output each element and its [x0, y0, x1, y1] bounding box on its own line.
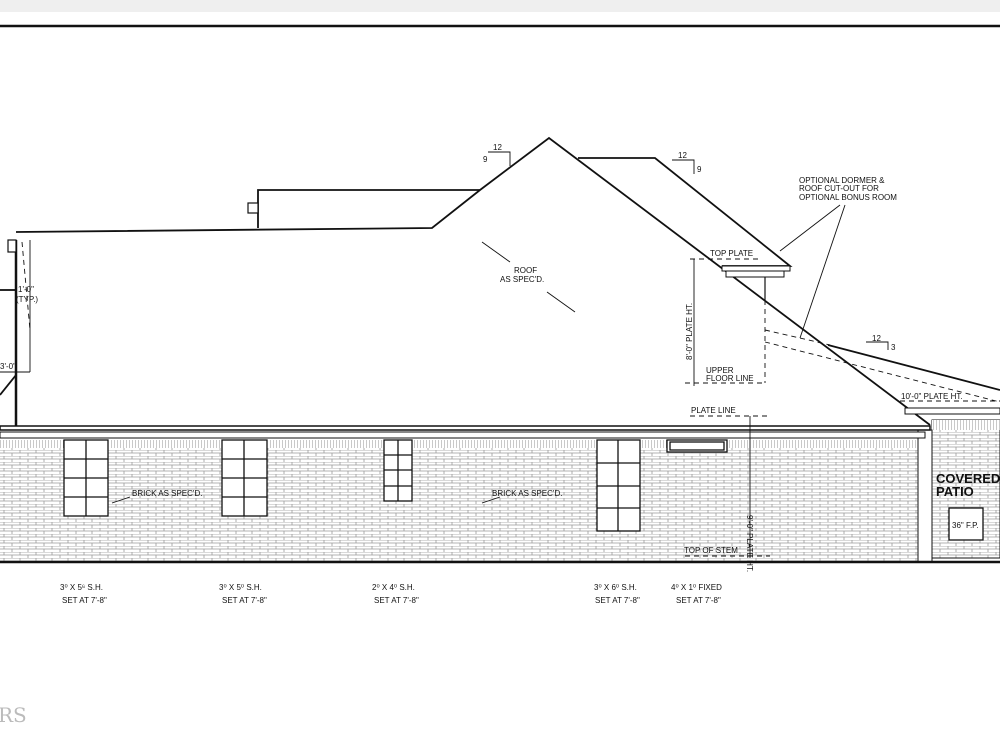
pitch-run-left: 12 — [493, 143, 502, 152]
leader-arrows — [111, 204, 846, 504]
dormer-note-1: OPTIONAL DORMER & — [799, 176, 885, 185]
window-schedule: 3⁰ X 5⁶ S.H. SET AT 7'-8" 3⁰ X 5⁰ S.H. S… — [60, 583, 722, 605]
window-2 — [221, 439, 268, 517]
top-band — [0, 0, 1000, 12]
brick-note-1: BRICK AS SPEC'D. — [132, 489, 202, 498]
window-3 — [383, 439, 413, 502]
window-1 — [63, 439, 109, 517]
window-5-fixed — [666, 439, 728, 453]
upper-floor-2: FLOOR LINE — [706, 374, 754, 383]
patio-label-2: PATIO — [936, 484, 974, 499]
upper-floor-1: UPPER — [706, 366, 734, 375]
main-plate-height: 9'-0" PLATE HT. — [745, 515, 754, 572]
soldier-course — [0, 440, 918, 448]
pitch-rise-patio: 3 — [891, 343, 896, 352]
brick-note-2: BRICK AS SPEC'D. — [492, 489, 562, 498]
window-4 — [596, 439, 641, 532]
left-dim: 3'-0" — [0, 362, 16, 371]
window-4-set: SET AT 7'-8" — [595, 596, 640, 605]
window-3-set: SET AT 7'-8" — [374, 596, 419, 605]
top-of-stem-label: TOP OF STEM — [684, 546, 738, 555]
patio-soldier — [932, 420, 1000, 430]
dashed-lines — [21, 241, 1000, 557]
window-1-set: SET AT 7'-8" — [62, 596, 107, 605]
eave — [0, 202, 1000, 439]
window-2-set: SET AT 7'-8" — [222, 596, 267, 605]
pitch-rise-right: 9 — [697, 165, 702, 174]
patio-plate-height: 10'-0" PLATE HT. — [901, 392, 963, 401]
window-4-size: 3⁰ X 6⁰ S.H. — [594, 583, 637, 592]
pitch-symbols — [488, 151, 889, 350]
window-2-size: 3⁰ X 5⁰ S.H. — [219, 583, 262, 592]
watermark: RS — [0, 703, 27, 727]
overhang-dim: 1'-0" — [18, 285, 34, 294]
pitch-rise-left: 9 — [483, 155, 488, 164]
window-1-size: 3⁰ X 5⁶ S.H. — [60, 583, 103, 592]
roof-lines — [0, 136, 1000, 430]
window-5-set: SET AT 7'-8" — [676, 596, 721, 605]
top-plate-label: TOP PLATE — [710, 249, 753, 258]
roof-note-1: ROOF — [514, 266, 537, 275]
upper-plate-height: 8'-0" PLATE HT. — [685, 303, 694, 360]
pitch-run-right: 12 — [678, 151, 687, 160]
roof-note-2: AS SPEC'D. — [500, 275, 544, 284]
patio-label-1: COVERED — [936, 471, 1000, 486]
patio-post — [917, 429, 933, 563]
window-5-size: 4⁰ X 1⁰ FIXED — [671, 583, 722, 592]
dormer-note-2: ROOF CUT-OUT FOR — [799, 184, 879, 193]
windows — [63, 439, 984, 541]
dormer-note-3: OPTIONAL BONUS ROOM — [799, 193, 897, 202]
brick-wall — [0, 440, 918, 562]
dimension-lines — [0, 240, 751, 558]
fireplace-box — [948, 507, 984, 541]
plate-line-label: PLATE LINE — [691, 406, 736, 415]
pitch-run-patio: 12 — [872, 334, 881, 343]
fireplace-label: 36" F.P. — [952, 521, 979, 530]
window-3-size: 2⁰ X 4⁰ S.H. — [372, 583, 415, 592]
overhang-typ: (TYP.) — [16, 295, 38, 304]
